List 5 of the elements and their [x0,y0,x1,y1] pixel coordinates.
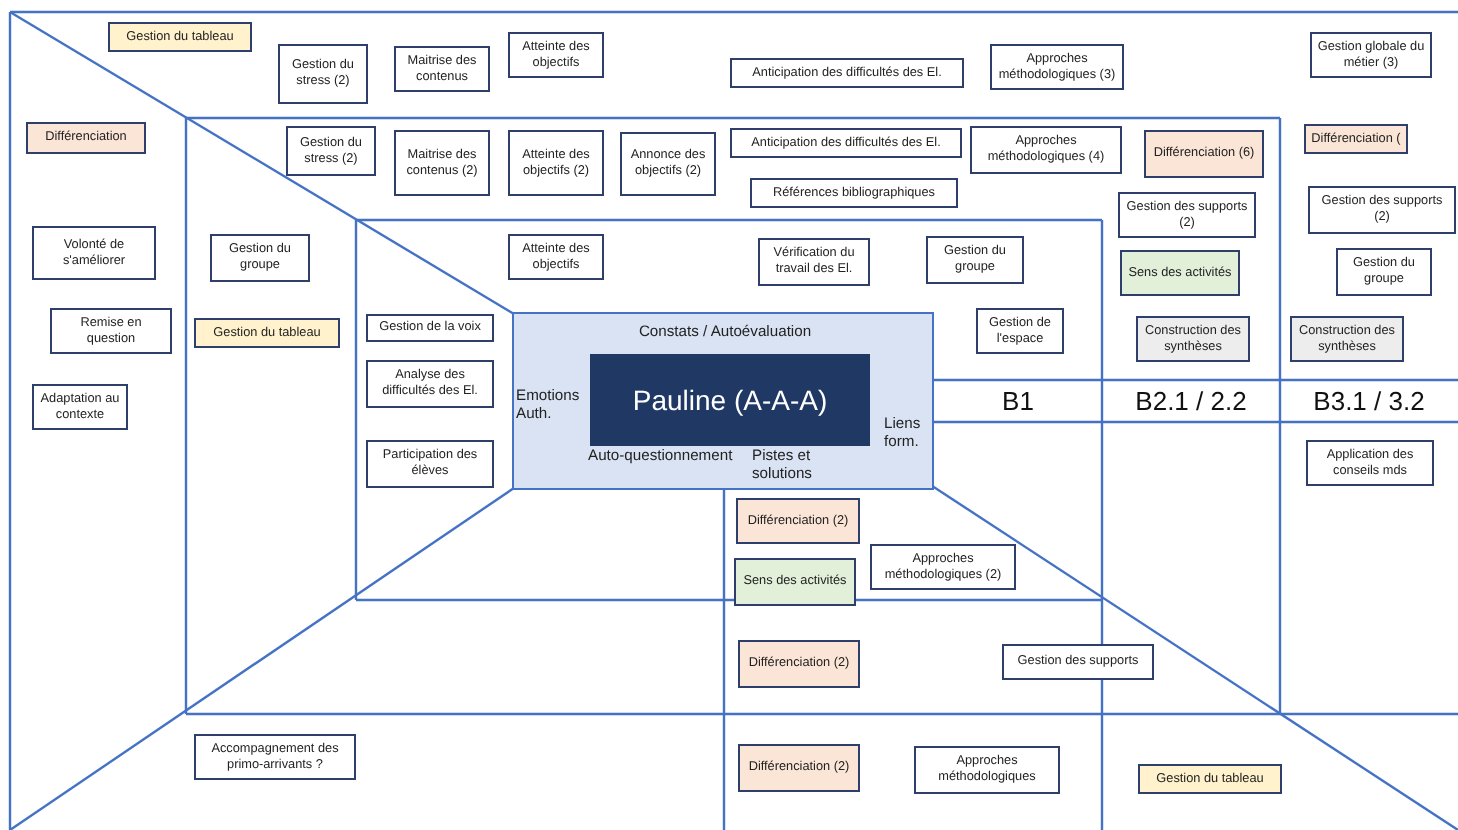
center-panel [512,312,934,490]
column-header: B3.1 / 3.2 [1311,386,1427,416]
name-box: Pauline (A-A-A) [590,354,870,446]
column-header: B2.1 / 2.2 [1133,386,1249,416]
column-header: B1 [1000,386,1036,416]
